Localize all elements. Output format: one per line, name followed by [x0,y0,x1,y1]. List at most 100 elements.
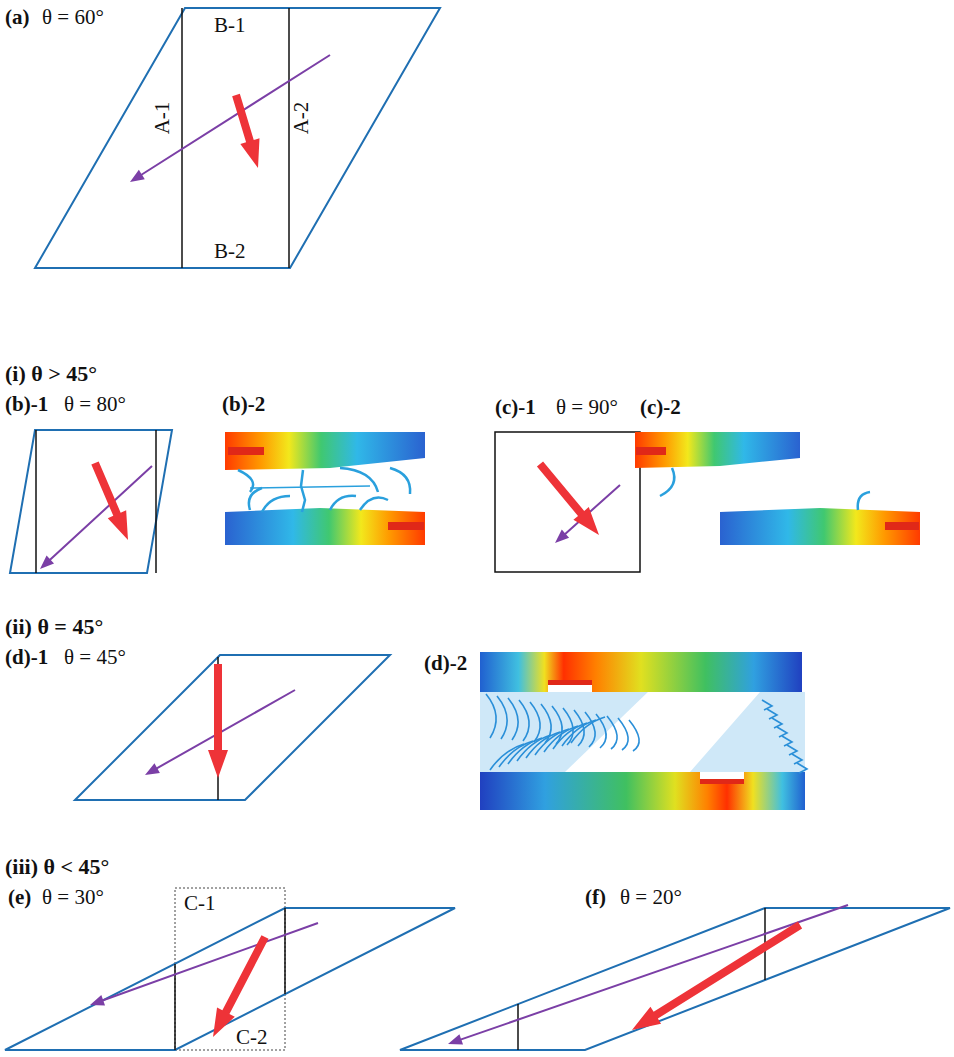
angle-label: θ = 20° [620,886,682,909]
section-line [35,430,37,573]
load-arrow [208,664,228,778]
crack-mark [548,680,592,685]
section-line [181,8,183,268]
stress-band [480,772,805,810]
part-name: A-2 [290,102,313,135]
group-heading: (i) θ > 45° [5,362,97,386]
crack-path [767,709,777,719]
group-heading: (iii) θ < 45° [5,855,109,879]
angle-label: θ = 80° [64,393,126,416]
crack-path [571,717,605,743]
crack-path [629,720,639,751]
figure-part [390,468,410,494]
simulation-b2 [225,432,425,545]
panel-e [5,888,455,1050]
crack-path [782,736,792,746]
load-arrow [213,935,269,1037]
crack-mark [700,779,744,784]
figure-part [360,498,388,510]
direction-arrow [90,922,318,1005]
angle-label: θ = 90° [556,396,618,419]
part-name: B-2 [214,240,246,263]
figure-part [330,496,356,510]
parallelogram [5,908,455,1050]
load-arrow [632,922,802,1030]
panel-tag: (d)-2 [424,652,467,675]
crack-path [497,696,507,739]
simulation-c2 [635,432,920,545]
figure-part [249,488,262,510]
crack-path [762,700,772,710]
arrows [40,54,848,1044]
crack-path [530,702,540,742]
direction-arrow [448,904,848,1045]
section-line [284,908,286,994]
panel-tag: (c)-1 [495,396,536,419]
angle-label: θ = 60° [42,6,104,29]
figure-part [301,470,305,512]
crack-path [585,712,595,747]
crack-path [787,745,797,755]
panel-a [35,8,440,268]
simulation-d2 [480,652,807,810]
figure-part [250,486,370,488]
notch [700,772,744,780]
crack-path [777,727,787,737]
parallelogram [35,8,440,268]
panel-tag: (d)-1 [5,646,48,669]
parallelogram [75,655,390,800]
part-name: C-1 [184,892,216,915]
panel-b1 [10,430,172,573]
section-line [517,1004,519,1050]
crack-zone [690,692,805,772]
crack-paths [238,468,410,512]
part-name: B-1 [214,14,246,37]
panel-tag: (a) [5,6,30,29]
stress-band [635,432,800,468]
crack-mark [636,447,666,455]
panel-tag: (b)-1 [5,393,48,416]
stress-band [225,508,425,545]
stress-band [720,508,920,545]
crack-path [792,754,802,764]
panel-d1 [75,655,390,800]
crack-path [772,718,782,728]
crack-mark [885,522,919,530]
section-line [155,430,157,573]
part-name: A-1 [151,102,174,135]
load-arrow [537,461,599,535]
crack-path [660,468,674,496]
part-name: C-2 [236,1026,268,1049]
panel-tag: (f) [585,886,606,909]
figure-part [262,496,290,512]
direction-arrow [40,465,153,569]
panel-tag: (b)-2 [222,393,265,416]
crack-path [607,716,617,749]
angle-label: θ = 30° [42,886,104,909]
section-line [174,964,176,1050]
crack-path [797,763,807,773]
angle-label: θ = 45° [64,646,126,669]
figure-part [340,468,378,492]
crack-path [508,698,518,740]
crack-path [618,718,628,750]
crack-mark [228,447,264,455]
direction-arrow [130,54,331,182]
panel-tag: (c)-2 [640,396,681,419]
group-heading: (ii) θ = 45° [5,615,103,639]
crack-path [519,700,529,741]
stress-band [225,432,425,470]
figure-part [238,470,253,492]
crack-mark [388,522,424,530]
panel-c1 [495,432,640,572]
notch [548,684,592,692]
load-arrow [232,94,259,168]
parallelogram [10,430,172,573]
crack-path [858,492,870,510]
panel-tag: (e) [8,886,31,909]
load-arrow [91,461,128,540]
parallelogram [400,908,950,1050]
panel-f [400,908,950,1050]
stress-band [480,652,802,692]
